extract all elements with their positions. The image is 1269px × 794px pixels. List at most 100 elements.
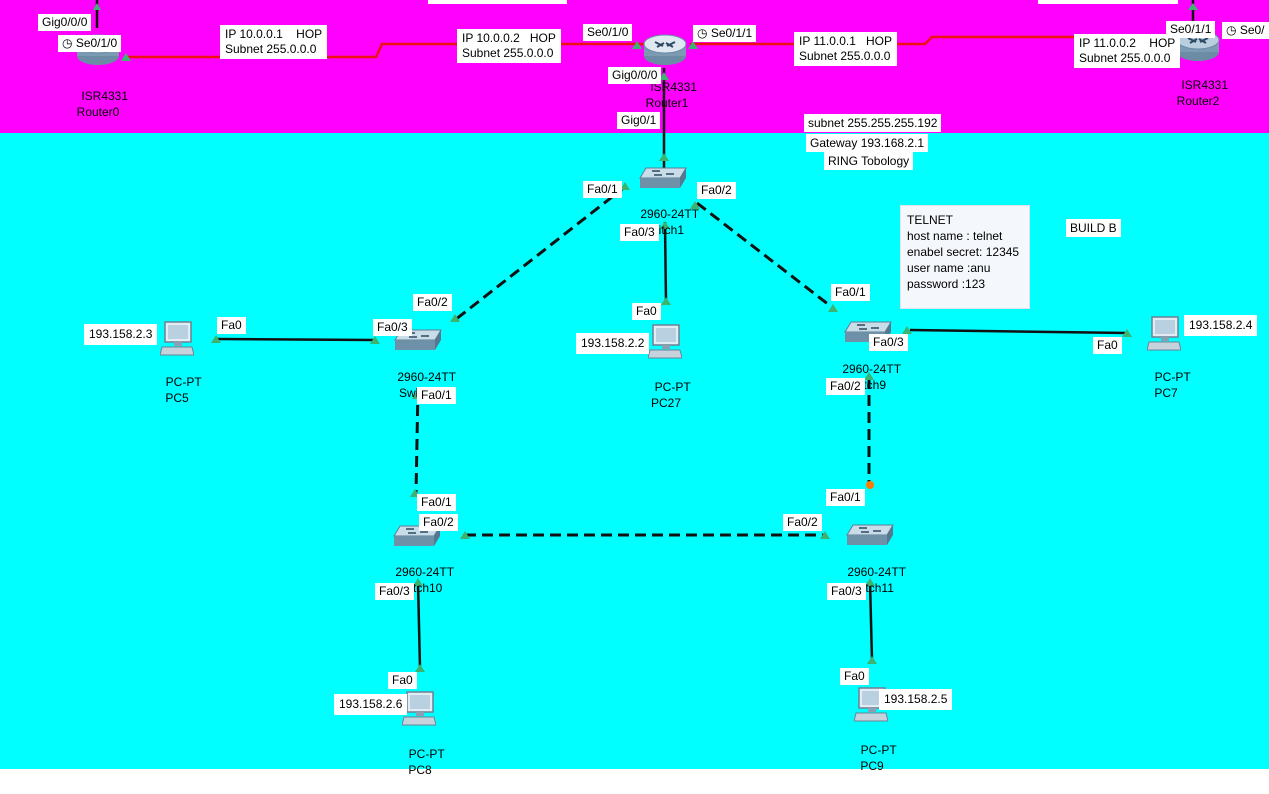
clock-icon: ◷ [62, 36, 76, 50]
switch8-label: 2960-24TTSwitch8 [384, 353, 456, 417]
pc7-name: PC7 [1154, 386, 1178, 400]
router0-model: ISR4331 [81, 89, 129, 103]
port-label-text: Se0/ [1239, 23, 1265, 37]
link-switch10-pc8[interactable] [416, 581, 422, 669]
build-note: BUILD B [1066, 219, 1121, 237]
port-label: Fa0 [840, 668, 869, 685]
pc-icon [1146, 316, 1182, 351]
router1[interactable] [643, 28, 687, 72]
port-label: Fa0/3 [375, 583, 414, 600]
clock-icon: ◷ [1226, 23, 1240, 37]
port-label: Se0/1/0 [583, 24, 633, 41]
telnet-note: TELNET host name : telnet enabel secret:… [900, 205, 1030, 309]
port-indicator-down [866, 481, 874, 489]
port-label: Fa0/2 [826, 378, 865, 395]
port-label: Fa0/2 [783, 514, 822, 531]
link-switch8-pc5[interactable] [216, 337, 375, 342]
pc8-model: PC-PT [408, 747, 445, 761]
link-switch11-pc9[interactable] [868, 581, 874, 661]
pc-icon [853, 687, 889, 722]
switch8-model: 2960-24TT [397, 370, 457, 384]
pc7-ip-label: 193.158.2.4 [1184, 315, 1258, 336]
switch-icon [639, 167, 687, 188]
link-switch1-switch8[interactable] [454, 184, 627, 322]
wan-area [0, 0, 1269, 133]
pc9-model: PC-PT [860, 743, 897, 757]
wan-note-r0-r1-left: IP 10.0.0.1 HOP Subnet 255.0.0.0 [220, 25, 328, 59]
router2-model: ISR4331 [1181, 78, 1229, 92]
pc5-ip-label: 193.158.2.3 [84, 324, 158, 345]
port-label: Fa0/1 [417, 494, 456, 511]
switch1[interactable] [638, 166, 688, 190]
switch9[interactable] [843, 320, 893, 344]
pc9-name: PC9 [860, 759, 884, 773]
router0-name: Router0 [76, 105, 120, 119]
port-label: Fa0/3 [620, 224, 659, 241]
router-icon [643, 34, 687, 65]
wan-note-r0-r1-right: IP 10.0.0.2 HOP Subnet 255.0.0.0 [457, 29, 561, 63]
wan-note-top-strip-left [428, 0, 567, 4]
port-label: Fa0 [1093, 337, 1122, 354]
pc27-name: PC27 [650, 396, 682, 410]
port-label: Gig0/0/0 [38, 14, 92, 31]
switch11[interactable] [845, 523, 895, 547]
clock-icon: ◷ [697, 26, 711, 40]
pc-icon [647, 324, 683, 359]
pc27[interactable] [647, 324, 683, 360]
switch-icon [844, 321, 892, 342]
pc8-label: PC-PT PC8 [395, 730, 444, 794]
pc-icon [401, 691, 437, 726]
pc8-name: PC8 [408, 763, 432, 777]
port-label: Fa0/1 [583, 181, 622, 198]
wan-note-top-strip-right [1038, 0, 1178, 4]
pc9[interactable] [853, 687, 889, 723]
pc-icon [159, 321, 195, 356]
lan-topology-note: RING Tobology [824, 152, 914, 170]
link-switch8-switch10[interactable] [414, 387, 420, 494]
port-label: ◷ Se0/1/1 [693, 25, 757, 42]
port-indicators [93, 3, 1198, 672]
pc27-ip-label: 193.158.2.2 [576, 333, 650, 354]
port-label: Fa0/3 [373, 319, 412, 336]
link-switch1-pc27[interactable] [663, 221, 668, 303]
switch10-model: 2960-24TT [395, 565, 455, 579]
lan-gateway-note: Gateway 193.168.2.1 [806, 134, 929, 152]
pc5[interactable] [159, 321, 195, 357]
port-label: Gig0/0/0 [608, 67, 662, 84]
port-label: Fa0/3 [827, 583, 866, 600]
pc7[interactable] [1146, 316, 1182, 352]
port-label: Se0/1/1 [1166, 21, 1216, 38]
port-label: ◷ Se0/1/0 [58, 35, 122, 52]
link-switch1-switch9[interactable] [696, 201, 834, 310]
serial-link-router0-router1[interactable] [125, 42, 660, 59]
switch9-model: 2960-24TT [842, 362, 902, 376]
pc5-name: PC5 [165, 391, 189, 405]
link-switch9-pc7[interactable] [909, 328, 1129, 335]
pc8[interactable] [401, 691, 437, 727]
lan-subnet-note: subnet 255.255.255.192 [804, 114, 942, 132]
pc8-ip-label: 193.158.2.6 [334, 694, 408, 715]
port-label: Fa0 [217, 317, 246, 334]
port-label: Fa0/1 [826, 489, 865, 506]
port-label: Fa0/2 [697, 182, 736, 199]
wan-note-r1-r2-right: IP 11.0.0.2 HOP Subnet 255.0.0.0 [1074, 34, 1181, 68]
port-label: Fa0/3 [869, 334, 908, 351]
port-label-text: Se0/1/1 [710, 26, 753, 40]
port-label: Fa0/2 [413, 294, 452, 311]
switch1-model: 2960-24TT [640, 207, 700, 221]
switch11-model: 2960-24TT [847, 565, 907, 579]
port-label: Gig0/1 [617, 112, 661, 129]
router1-name: Router1 [645, 96, 689, 110]
port-label: ◷ Se0/ [1222, 22, 1269, 39]
